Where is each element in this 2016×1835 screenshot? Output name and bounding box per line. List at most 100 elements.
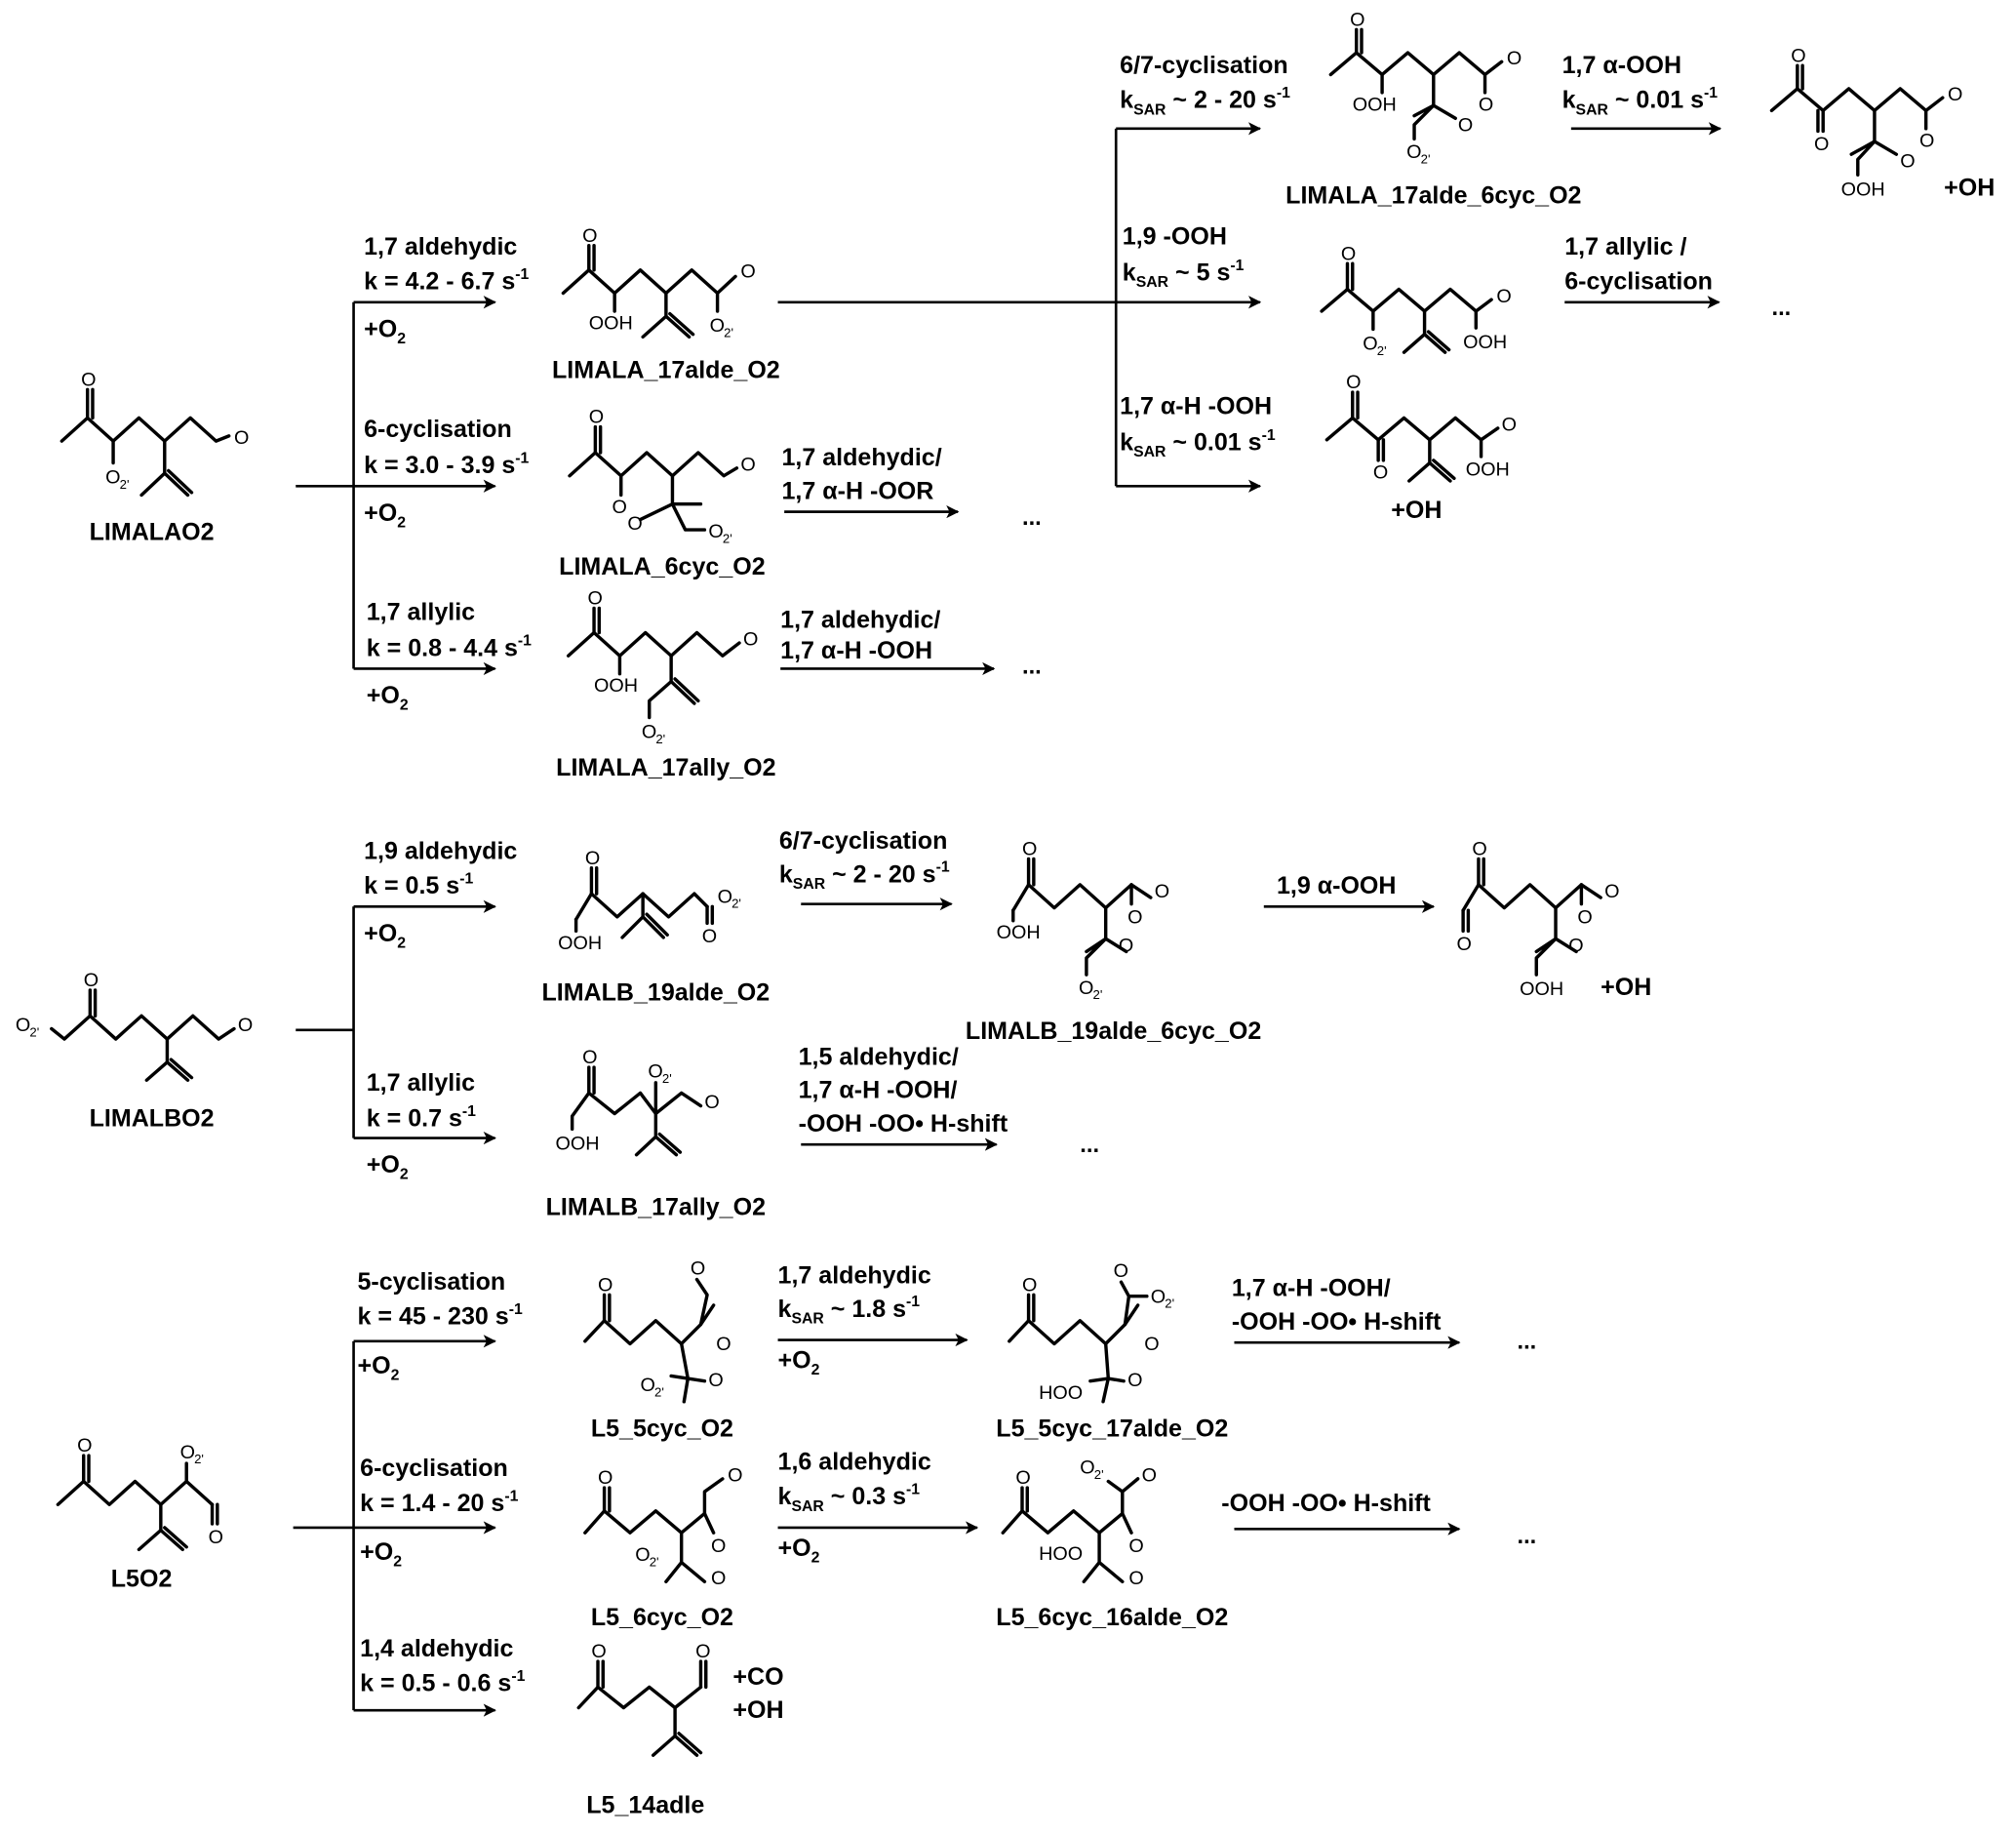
atom-o: O xyxy=(234,427,249,449)
atom-ooh: OOH xyxy=(558,933,602,954)
rate-label: kSAR ~ 0.01 s-1 xyxy=(1562,85,1719,118)
molecule-limalao2: O O O 2' xyxy=(59,369,249,498)
molecule-limala-6cyc-o2: O O O O O 2' xyxy=(568,407,756,545)
atom-o: O xyxy=(1127,1370,1142,1391)
atom-o2-radical: O xyxy=(1406,141,1421,163)
atom-o: O xyxy=(711,1536,726,1557)
svg-text:2': 2' xyxy=(1421,151,1431,166)
atom-o: O xyxy=(627,513,642,535)
svg-text:2': 2' xyxy=(723,531,732,545)
rate-label: k = 3.0 - 3.9 s-1 xyxy=(364,451,529,480)
atom-ooh: OOH xyxy=(1353,94,1397,115)
reaction-label: 1,9 aldehydic xyxy=(364,838,517,865)
atom-o: O xyxy=(1502,415,1517,436)
atom-o: O xyxy=(582,1047,597,1068)
atom-ooh: OOH xyxy=(1841,179,1885,200)
reaction-label: 1,7 α-H -OOH xyxy=(780,637,932,664)
reaction-label: 1,7 aldehydic xyxy=(364,233,517,260)
atom-o: O xyxy=(84,970,99,991)
atom-o: O xyxy=(1022,839,1037,860)
rate-label: kSAR ~ 2 - 20 s-1 xyxy=(1120,85,1290,118)
svg-text:2': 2' xyxy=(1377,343,1387,358)
svg-text:2': 2' xyxy=(724,325,733,339)
rate-label: k = 4.2 - 6.7 s-1 xyxy=(364,266,529,296)
atom-ooh: OOH xyxy=(594,675,638,697)
atom-o: O xyxy=(1350,9,1364,30)
atom-o: O xyxy=(598,1274,613,1296)
atom-o2-radical: O xyxy=(1363,334,1377,355)
svg-text:2': 2' xyxy=(1092,987,1102,1002)
molecule-l5-5cyc-o2: O O O O O 2' xyxy=(583,1257,731,1404)
atom-ooh: OOH xyxy=(556,1133,600,1154)
molecule-limalb-19-alpha-ooh-product: O O O O O OOH xyxy=(1457,839,1620,1001)
atom-o: O xyxy=(1341,243,1356,264)
atom-o: O xyxy=(1577,906,1592,928)
reaction-label: 1,7 α-H -OOH xyxy=(1120,392,1272,419)
species-label: LIMALA_17ally_O2 xyxy=(556,754,775,781)
species-label: L5_6cyc_16alde_O2 xyxy=(996,1604,1228,1631)
species-label: L5_14adle xyxy=(586,1792,704,1819)
reaction-label: -OOH -OO• H-shift xyxy=(799,1110,1008,1137)
atom-o: O xyxy=(1458,114,1473,136)
atom-o: O xyxy=(716,1334,731,1355)
atom-o: O xyxy=(1127,906,1142,928)
atom-o2-radical: O xyxy=(105,467,120,489)
atom-o2-radical: O xyxy=(642,722,656,743)
species-label: LIMALBO2 xyxy=(90,1105,215,1133)
atom-o: O xyxy=(81,369,96,390)
rate-label: kSAR ~ 5 s-1 xyxy=(1123,258,1245,291)
atom-o: O xyxy=(1948,84,1962,105)
molecule-limala-19-ooh-product: O O O 2' OOH xyxy=(1320,243,1512,358)
rate-label: k = 45 - 230 s-1 xyxy=(358,1301,523,1331)
atom-o: O xyxy=(1604,881,1619,902)
coproduct-label: +OH xyxy=(1391,497,1442,524)
atom-hoo: HOO xyxy=(1039,1543,1083,1565)
reaction-label: 1,7 allylic / xyxy=(1564,233,1686,260)
reaction-label: 6/7-cyclisation xyxy=(1120,52,1288,79)
reaction-label: 5-cyclisation xyxy=(358,1268,506,1296)
reaction-label: 1,4 aldehydic xyxy=(360,1635,513,1662)
o2-label: +O2 xyxy=(358,1352,400,1384)
atom-o2-radical: O xyxy=(718,886,732,907)
continuation-ellipsis: ... xyxy=(1517,1330,1536,1355)
atom-o: O xyxy=(743,629,758,651)
atom-o: O xyxy=(1479,94,1493,115)
reaction-label: 1,9 -OOH xyxy=(1123,222,1227,250)
atom-o: O xyxy=(587,588,602,610)
atom-o: O xyxy=(1346,372,1361,393)
svg-text:2': 2' xyxy=(655,732,665,746)
atom-o: O xyxy=(728,1465,742,1487)
molecule-limala-17-ah-ooh-product: O O O OOH xyxy=(1324,372,1517,483)
continuation-ellipsis: ... xyxy=(1771,296,1791,321)
molecule-l5-6cyc-o2: O O O O O 2' xyxy=(583,1465,743,1589)
molecule-limalb-19alde-6cyc-o2: O O O O OOH O 2' xyxy=(997,839,1170,1003)
atom-o: O xyxy=(1128,1536,1143,1557)
rate-label: k = 0.7 s-1 xyxy=(367,1103,476,1133)
reaction-label: 1,7 α-H -OOH/ xyxy=(799,1077,958,1104)
atom-o: O xyxy=(1457,934,1472,955)
atom-o2-radical: O xyxy=(648,1061,662,1083)
svg-text:2': 2' xyxy=(650,1555,659,1570)
atom-o: O xyxy=(1496,286,1511,307)
svg-text:2': 2' xyxy=(654,1385,664,1400)
reaction-label: 6-cyclisation xyxy=(360,1455,508,1482)
rate-label: kSAR ~ 0.3 s-1 xyxy=(778,1482,921,1515)
atom-o2-radical: O xyxy=(1151,1286,1166,1307)
molecule-limala-17ally-o2: O O OOH O 2' xyxy=(566,588,758,746)
atom-o: O xyxy=(1155,881,1169,902)
reaction-label: 1,6 aldehydic xyxy=(778,1449,931,1476)
atom-o: O xyxy=(585,848,600,869)
rate-label: k = 1.4 - 20 s-1 xyxy=(360,1488,518,1517)
atom-o: O xyxy=(1119,935,1133,956)
species-label: L5_5cyc_O2 xyxy=(591,1415,733,1442)
atom-o: O xyxy=(702,926,717,947)
limalb-section: O O O 2' LIMALBO2 1,9 aldehydic k = 0.5 … xyxy=(16,827,1651,1221)
l5-section: O O 2' O L5O2 5-cyclisation k = 45 - 230… xyxy=(56,1257,1536,1819)
molecule-limala-17alde-o2: O O OOH O 2' xyxy=(561,225,756,339)
coproduct-label: +CO xyxy=(732,1663,783,1691)
o2-label: +O2 xyxy=(364,920,406,952)
svg-text:2': 2' xyxy=(1165,1296,1174,1311)
atom-o: O xyxy=(1142,1465,1157,1487)
atom-o: O xyxy=(740,454,755,475)
molecule-l5-6cyc-16alde-o2: O O O 2' O O HOO xyxy=(1001,1457,1157,1589)
